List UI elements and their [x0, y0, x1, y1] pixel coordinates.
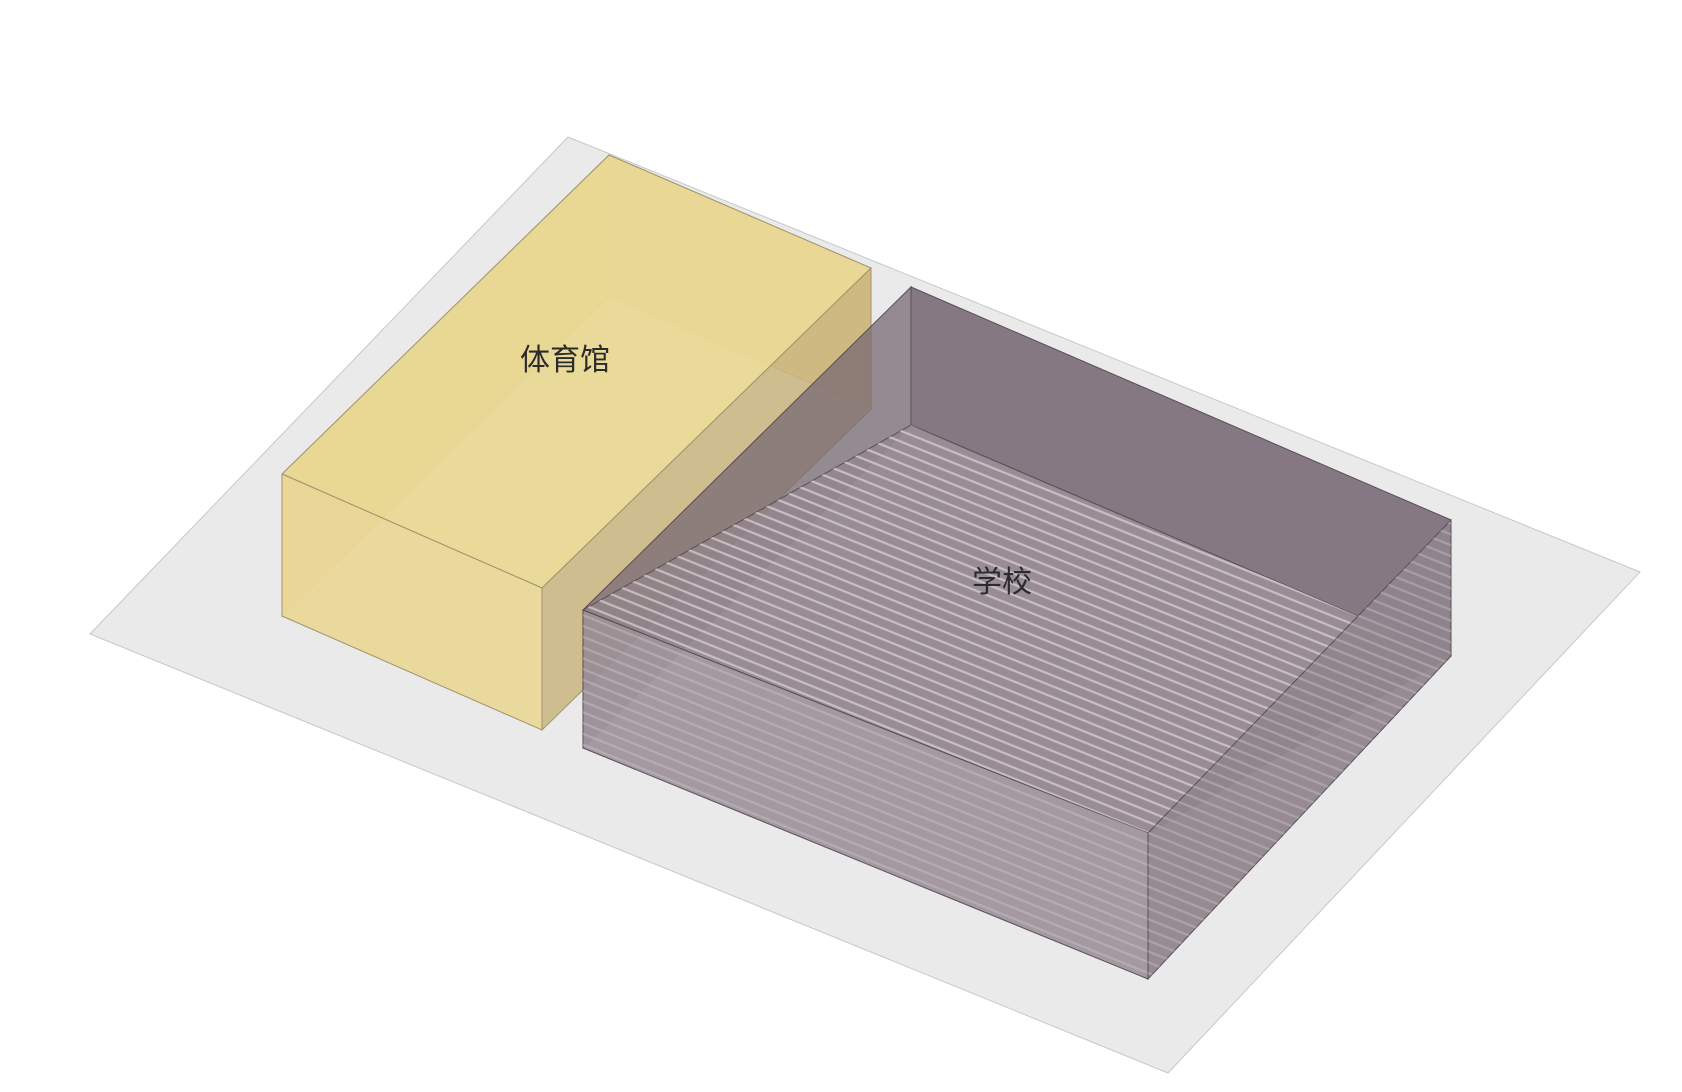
- school-roof-hatch: [583, 425, 1451, 833]
- school-block: [581, 285, 1453, 981]
- school-side-hatch: [1148, 520, 1451, 979]
- school-front-hatch: [583, 610, 1148, 979]
- gym-label: 体育馆: [520, 343, 610, 378]
- school-label: 学校: [972, 565, 1032, 600]
